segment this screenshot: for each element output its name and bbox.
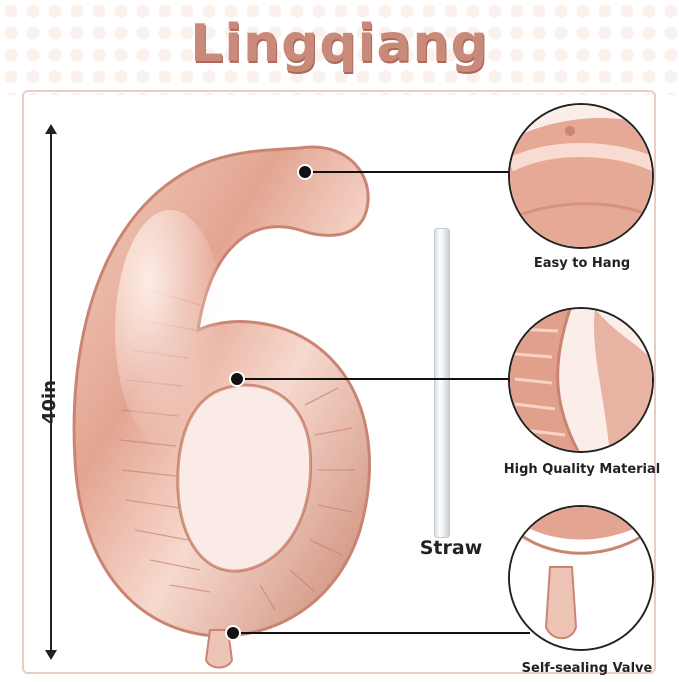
feature-label-valve: Self-sealing Valve — [521, 661, 653, 676]
number-six-balloon-image — [72, 145, 371, 669]
dimension-line — [50, 128, 52, 656]
straw-label: Straw — [419, 537, 483, 559]
valve-detail-image — [510, 507, 652, 649]
connector-line-hang — [306, 171, 518, 173]
product-frame — [22, 90, 656, 674]
connector-line-valve — [234, 632, 530, 634]
feature-circle-material — [508, 307, 654, 453]
connector-dot-hang — [297, 164, 313, 180]
dimension-label: 40in — [39, 379, 60, 425]
feature-label-hang: Easy to Hang — [533, 256, 631, 271]
feature-label-material: High Quality Material — [503, 462, 661, 477]
dot-pattern-background — [0, 0, 679, 95]
connector-dot-valve — [225, 625, 241, 641]
straw-image — [434, 228, 450, 538]
feature-circle-valve — [508, 505, 654, 651]
connector-line-material — [238, 378, 518, 380]
brand-title: Lingqiang — [190, 14, 489, 74]
hang-detail-image — [510, 105, 652, 247]
material-detail-image — [510, 309, 652, 451]
feature-circle-hang — [508, 103, 654, 249]
dimension-arrow-down-icon — [45, 650, 57, 660]
connector-dot-material — [229, 371, 245, 387]
